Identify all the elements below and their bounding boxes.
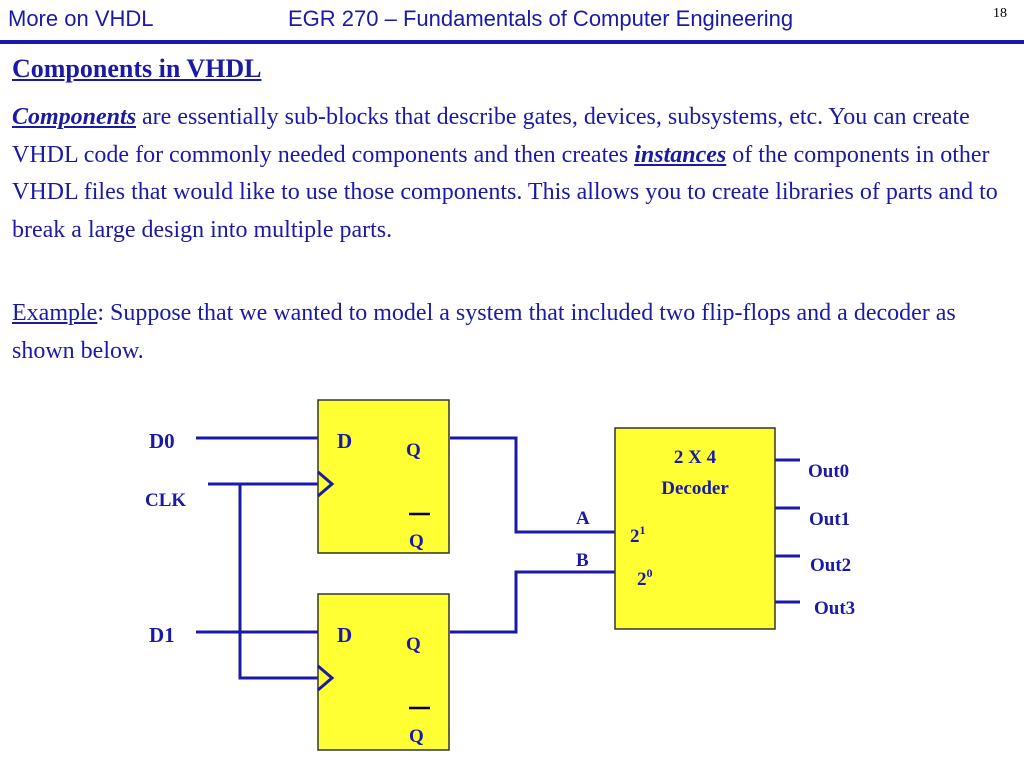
- slide-header: More on VHDL EGR 270 – Fundamentals of C…: [0, 0, 1024, 44]
- decoder-input-2-1-base: 2: [630, 526, 640, 547]
- wire-label-b: B: [576, 550, 589, 571]
- label-d1: D1: [149, 623, 175, 647]
- flipflop-1-d-pin: D: [337, 429, 352, 453]
- example-paragraph: Example: Suppose that we wanted to model…: [12, 295, 1020, 370]
- decoder-input-2-1-exp: 1: [640, 523, 646, 537]
- header-course-title: EGR 270 – Fundamentals of Computer Engin…: [288, 6, 794, 31]
- example-text: : Suppose that we wanted to model a syst…: [12, 300, 956, 364]
- decoder-input-2-1: 21: [630, 523, 646, 547]
- term-instances: instances: [634, 141, 727, 168]
- slide-title: Components in VHDL: [12, 54, 262, 83]
- wire-clk-trunk: [238, 484, 318, 680]
- label-clk: CLK: [145, 490, 186, 511]
- flipflop-1: [317, 399, 450, 554]
- decoder-input-2-0-exp: 0: [647, 566, 653, 580]
- decoder-input-2-0: 20: [637, 566, 653, 590]
- decoder-block: [614, 427, 776, 630]
- wire-a: [450, 436, 615, 534]
- header-divider: [0, 40, 1024, 44]
- example-lead: Example: [12, 300, 98, 326]
- decoder-title-line2: Decoder: [661, 478, 729, 499]
- flipflop-1-clock-icon: [317, 470, 335, 498]
- flipflop-2-qbar-pin: Q: [409, 726, 424, 747]
- output-label-3: Out3: [814, 598, 855, 619]
- output-label-2: Out2: [810, 555, 851, 576]
- slide-number: 18: [993, 6, 1007, 21]
- intro-text-1: are essentially sub-blocks that describe…: [12, 104, 970, 168]
- wire-label-a: A: [576, 508, 590, 529]
- label-d0: D0: [149, 429, 175, 453]
- flipflop-2-d-pin: D: [337, 623, 352, 647]
- decoder-title-line1: 2 X 4: [674, 447, 717, 468]
- output-label-0: Out0: [808, 461, 849, 482]
- flipflop-2-clock-icon: [317, 664, 335, 692]
- decoder-input-2-0-base: 2: [637, 569, 647, 590]
- output-label-1: Out1: [809, 509, 850, 530]
- wire-b: [450, 570, 615, 634]
- header-course-topic: More on VHDL: [8, 6, 154, 31]
- flipflop-2-q-pin: Q: [406, 634, 421, 655]
- flipflop-2: [317, 593, 450, 751]
- intro-text-2: of the components in other VHDL files th…: [12, 141, 998, 243]
- term-components: Components: [12, 104, 137, 130]
- flipflop-1-q-pin: Q: [406, 440, 421, 461]
- flipflop-1-qbar-pin: Q: [409, 531, 424, 552]
- intro-paragraph: Components are essentially sub-blocks th…: [12, 99, 1020, 249]
